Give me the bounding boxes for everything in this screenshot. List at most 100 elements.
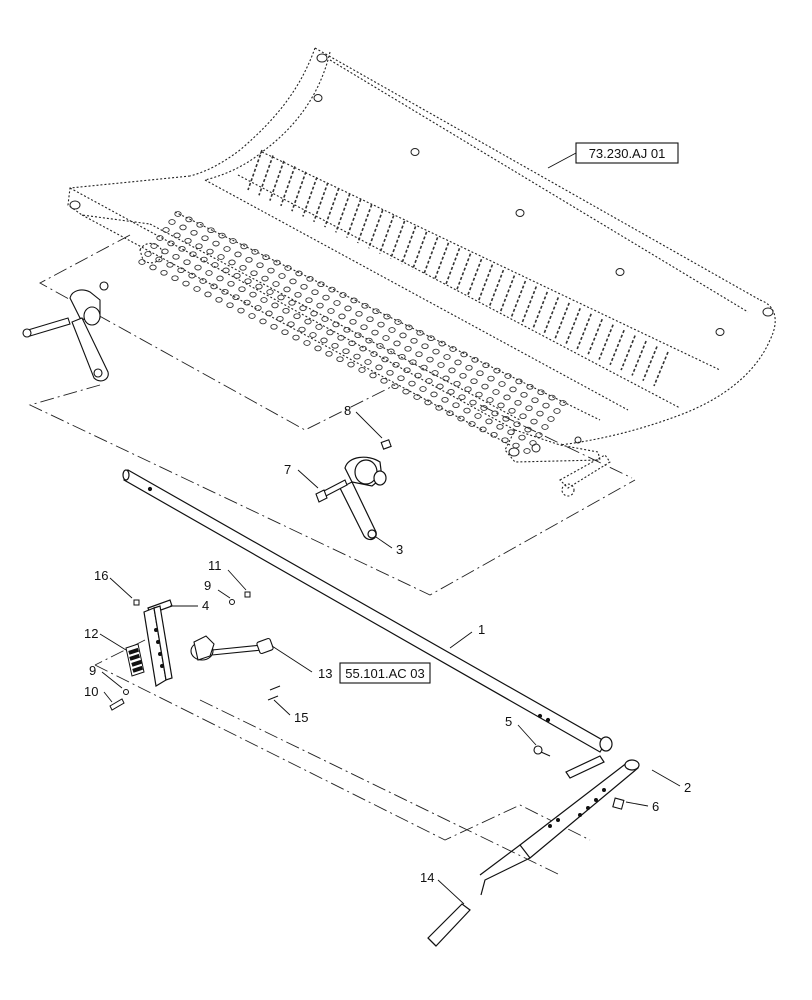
rasp-bar-rib: [313, 182, 329, 223]
grate-hole: [530, 418, 538, 425]
grate-hole: [287, 321, 295, 328]
grate-hole: [305, 297, 313, 304]
grate-hole: [447, 388, 455, 395]
grate-hole: [369, 372, 377, 379]
reference-box-73230[interactable]: 73.230.AJ 01: [575, 142, 679, 164]
grate-hole: [419, 386, 427, 392]
grate-hole: [470, 378, 478, 385]
grate-hole: [193, 286, 201, 292]
grate-hole: [382, 335, 390, 341]
grate-hole: [430, 391, 438, 398]
grate-hole: [217, 254, 225, 260]
grate-hole: [320, 337, 328, 344]
leader-lines: [99, 411, 681, 905]
grate-hole: [394, 319, 402, 325]
grate-hole: [218, 232, 226, 239]
grate-hole: [156, 235, 164, 241]
grate-hole: [453, 380, 461, 387]
grate-hole: [221, 288, 229, 295]
grate-hole: [322, 294, 330, 301]
grate-hole: [397, 375, 405, 382]
grate-hole: [498, 381, 506, 387]
grate-hole: [304, 318, 312, 325]
grate-hole: [493, 367, 501, 374]
grate-hole: [353, 353, 361, 360]
grate-hole: [409, 359, 417, 366]
grate-hole: [518, 434, 526, 441]
grate-hole: [354, 332, 362, 339]
grate-hole: [293, 313, 301, 320]
rasp-bar-rib: [422, 237, 439, 276]
callout-6: 6: [652, 799, 659, 814]
grate-hole: [211, 262, 219, 268]
grate-hole: [349, 318, 357, 325]
grate-hole: [273, 259, 281, 266]
grate-hole: [371, 329, 379, 336]
grate-hole: [238, 286, 246, 293]
grate-hole: [464, 386, 472, 393]
rasp-bar-rib: [521, 286, 538, 323]
rasp-bar-rib: [389, 220, 406, 260]
grate-hole: [166, 261, 174, 268]
grate-hole: [420, 364, 428, 371]
grate-hole: [547, 416, 555, 422]
grate-hole: [200, 256, 208, 263]
grate-hole: [541, 424, 549, 430]
grate-hole: [525, 405, 533, 412]
grate-hole: [183, 259, 191, 266]
grate-hole: [427, 335, 435, 342]
adjuster-handle: [479, 755, 640, 896]
rasp-bar-rib: [488, 269, 505, 307]
callout-numbers: 1 2 3 4 5 6 7 8 9 9 10 11 12 13 14 15 16: [84, 403, 691, 885]
grate-hole: [227, 280, 235, 287]
grate-hole: [311, 289, 319, 296]
callout-3: 3: [396, 542, 403, 557]
grate-hole: [223, 246, 231, 252]
rasp-bar-rib: [653, 351, 669, 387]
grate-hole: [421, 343, 429, 350]
grate-hole: [531, 397, 539, 404]
grate-hole: [347, 361, 355, 368]
reference-box-55101[interactable]: 55.101.AC 03: [339, 662, 431, 684]
grate-hole: [465, 364, 473, 371]
grate-hole: [548, 394, 556, 401]
grate-hole: [437, 362, 445, 368]
rasp-bar-rib: [587, 318, 603, 355]
grate-hole: [226, 302, 234, 309]
grate-hole: [289, 278, 297, 285]
callout-5: 5: [505, 714, 512, 729]
grate-hole: [481, 383, 489, 390]
grate-hole: [446, 410, 454, 417]
grate-hole: [248, 313, 256, 319]
grate-hole: [365, 337, 373, 344]
grate-hole: [342, 348, 350, 355]
grate-hole: [316, 302, 324, 309]
grate-hole: [298, 326, 306, 333]
grate-hole: [413, 394, 421, 400]
grate-hole: [449, 346, 457, 352]
grate-hole: [189, 251, 197, 258]
callout-10: 10: [84, 684, 98, 699]
callout-15: 15: [294, 710, 308, 725]
rasp-bar-rib: [335, 193, 351, 233]
grate-hole: [370, 351, 378, 357]
grate-hole: [471, 356, 479, 363]
grate-hole: [337, 334, 345, 341]
grate-hole: [432, 348, 440, 355]
callout-7: 7: [284, 462, 291, 477]
callout-2: 2: [684, 780, 691, 795]
grate-hole: [438, 340, 446, 347]
grate-hole: [442, 375, 450, 382]
grate-hole: [410, 337, 418, 344]
grate-hole: [523, 448, 531, 454]
rasp-bar-rib: [532, 291, 549, 328]
grate-hole: [277, 294, 285, 301]
grate-hole: [282, 307, 290, 314]
grate-hole: [325, 350, 333, 357]
rasp-bar-rib: [631, 340, 647, 376]
grate-hole: [171, 275, 179, 282]
grate-hole: [387, 348, 395, 355]
grate-hole: [327, 308, 335, 314]
grate-hole: [492, 389, 500, 395]
grate-hole: [276, 315, 284, 322]
